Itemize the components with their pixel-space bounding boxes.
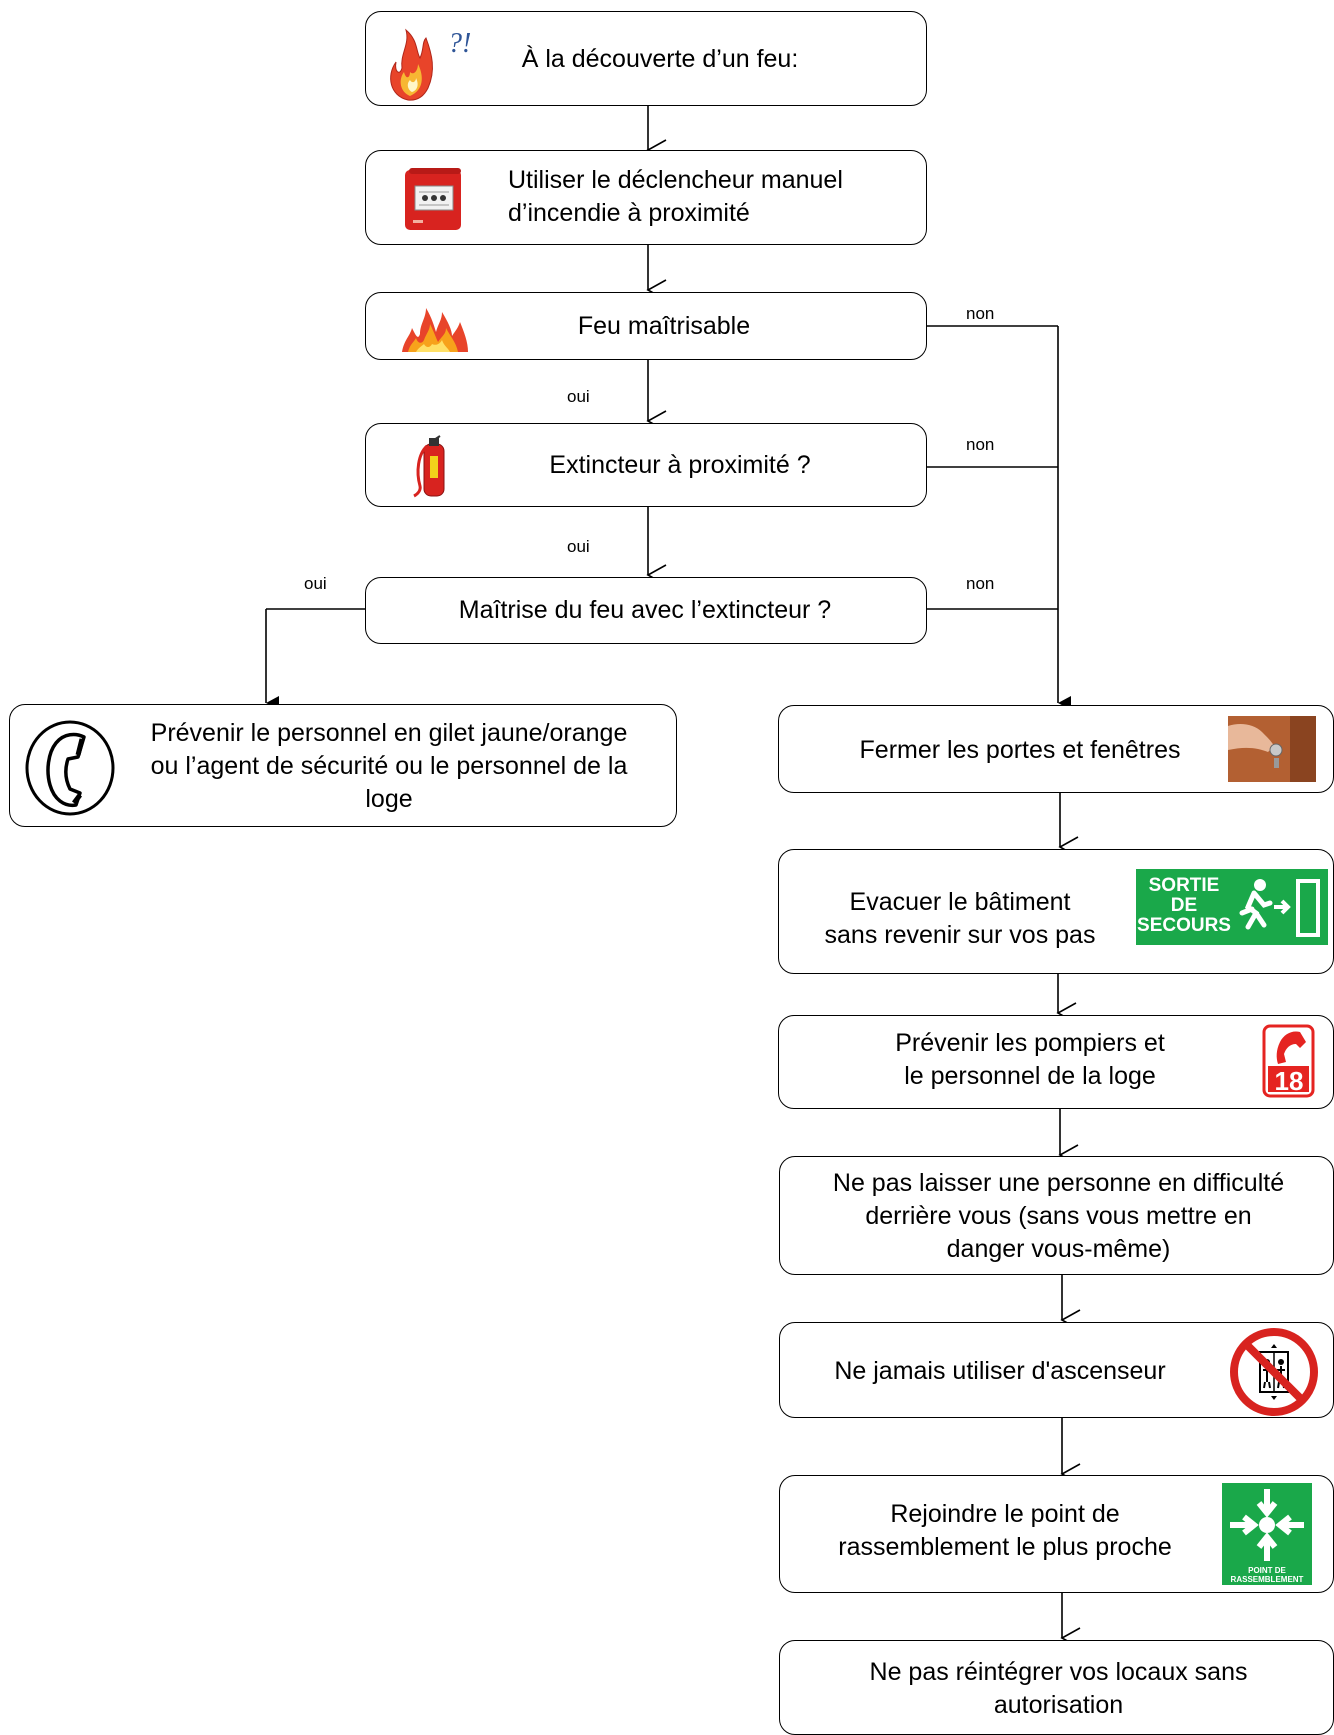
alarm-line-1: Utiliser le déclencheur manuel [508,166,843,194]
step-manual-alarm-text: Utiliser le déclencheur manuel d’incendi… [508,164,928,230]
step-warn-staff [9,704,677,827]
fire-question-icon: ?! [390,28,471,101]
phone-icon [25,720,115,816]
door-handle-icon [1228,716,1316,782]
alarm-line-2: d’incendie à proximité [508,199,750,227]
exit-sign-line-2: DE [1171,895,1197,916]
decision-master-with-extinguisher-text: Maîtrise du feu avec l’extincteur ? [458,596,832,624]
step-no-return-text: Ne pas réintégrer vos locaux sans autori… [785,1656,1332,1722]
extinguisher-icon [413,435,445,498]
step-help-person [779,1156,1334,1275]
exit-sign-line-1: SORTIE [1149,875,1220,896]
step-call-firemen [778,1015,1334,1109]
step-no-return [779,1640,1334,1735]
step-close-doors-text: Fermer les portes et fenêtres [859,736,1181,764]
decision-extinguisher-nearby [365,423,927,507]
step-assembly-point-text: Rejoindre le point de rassemblement le p… [800,1498,1210,1564]
exit-sign-line-3: SECOURS [1137,915,1231,936]
assembly-line-2: rassemblement le plus proche [838,1533,1172,1561]
decision-extinguisher-nearby-text: Extincteur à proximité ? [549,451,811,479]
step-discover-fire [365,11,927,106]
fire-phone-18-icon: 18 [1262,1024,1315,1098]
label-oui-extinguisher: oui [567,537,590,556]
step-warn-staff-text: Prévenir le personnel en gilet jaune/ora… [119,717,659,816]
help-line-1: Ne pas laisser une personne en difficult… [832,1169,1285,1197]
label-oui-master: oui [304,574,327,593]
fire-alarm-button-icon [405,168,461,230]
label-non-master: non [966,574,995,593]
call-line-2: le personnel de la loge [904,1062,1156,1090]
flames-icon [402,308,468,352]
help-line-2: derrière vous (sans vous mettre en [865,1202,1252,1230]
label-oui-controllable: oui [567,387,590,406]
help-line-3: danger vous-même) [946,1235,1171,1263]
fire-number-text: 18 [1275,1066,1304,1096]
assembly-sign-line-2: RASSEMBLEMENT [1231,1575,1304,1584]
no-elevator-icon [1230,1328,1318,1416]
step-discover-fire-text: À la découverte d’un feu: [521,45,799,73]
call-line-1: Prévenir les pompiers et [895,1029,1165,1057]
step-help-person-text: Ne pas laisser une personne en difficult… [785,1167,1332,1266]
warn-line-1: Prévenir le personnel en gilet jaune/ora… [150,719,628,747]
step-call-firemen-text: Prévenir les pompiers et le personnel de… [860,1027,1200,1093]
step-evacuate-text: Evacuer le bâtiment sans revenir sur vos… [800,886,1120,952]
warn-line-2: ou l’agent de sécurité ou le personnel d… [150,752,628,780]
label-non-extinguisher: non [966,435,995,454]
assembly-point-icon: POINT DE RASSEMBLEMENT [1222,1483,1312,1585]
evacuate-line-1: Evacuer le bâtiment [849,888,1071,916]
decision-master-with-extinguisher [365,577,927,644]
decision-fire-controllable-text: Feu maîtrisable [577,312,751,340]
assembly-sign-line-1: POINT DE [1248,1566,1286,1575]
question-exclaim-text: ?! [448,28,471,59]
no-return-line-2: autorisation [993,1691,1124,1719]
assembly-line-1: Rejoindre le point de [890,1500,1120,1528]
warn-line-3: loge [365,785,413,813]
label-non-controllable: non [966,304,995,323]
no-return-line-1: Ne pas réintégrer vos locaux sans [869,1658,1248,1686]
step-no-elevator-text: Ne jamais utiliser d'ascenseur [834,1357,1166,1385]
emergency-exit-sign-icon: SORTIE DE SECOURS [1136,869,1328,945]
evacuate-line-2: sans revenir sur vos pas [824,921,1096,949]
